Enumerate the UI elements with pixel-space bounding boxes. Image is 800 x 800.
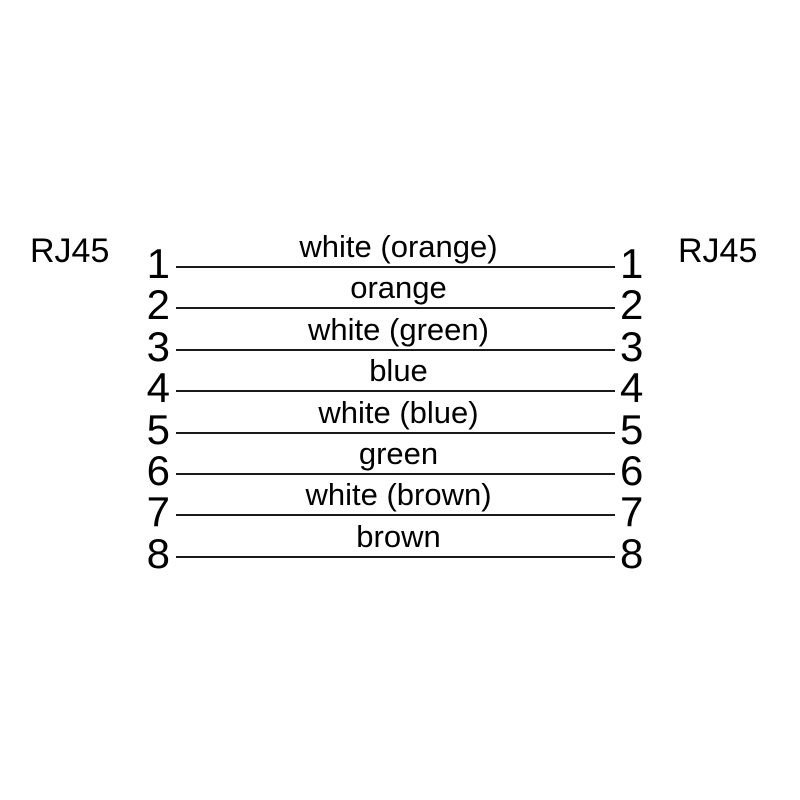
wire-color-label: blue [369, 353, 428, 389]
pin-number-left: 7 [146, 488, 170, 536]
wire-color-label: white (orange) [299, 229, 498, 264]
pin-number-left: 2 [146, 281, 170, 329]
wire-row: blue 4 4 [0, 353, 800, 412]
pin-number-right: 2 [620, 281, 644, 329]
wire-color-label: white (blue) [318, 394, 479, 430]
wire-row: white (blue) 5 5 [0, 395, 800, 454]
wire-line [176, 348, 615, 351]
pin-number-right: 8 [620, 529, 644, 577]
pin-number-left: 8 [146, 529, 170, 577]
wire-row: orange 2 2 [0, 270, 800, 329]
pin-number-left: 5 [146, 405, 170, 453]
pin-number-right: 7 [620, 488, 644, 536]
pin-number-right: 6 [620, 447, 644, 494]
connector-label-right: RJ45 [678, 232, 758, 270]
pin-number-right: 1 [620, 240, 644, 287]
pin-number-left: 6 [146, 447, 170, 494]
wire-color-label: orange [350, 270, 447, 306]
wire-line [176, 555, 615, 558]
wire-line [176, 473, 615, 475]
wire-color-label: brown [356, 518, 441, 554]
wire-color-label: green [358, 436, 439, 471]
wire-row: white (orange) 1 1 [0, 229, 800, 288]
wire-line [176, 266, 615, 268]
pin-number-left: 3 [146, 322, 170, 370]
wire-row: green 6 6 [0, 436, 800, 495]
pin-number-right: 5 [620, 405, 644, 453]
wire-color-label: white (green) [308, 311, 489, 347]
pin-number-left: 1 [146, 240, 170, 287]
pin-number-right: 4 [620, 364, 644, 412]
wire-color-label: white (brown) [305, 477, 492, 513]
wire-line [176, 514, 615, 517]
wire-line [176, 390, 615, 393]
wire-line [176, 307, 615, 310]
wire-row: white (brown) 7 7 [0, 477, 800, 536]
wire-row: white (green) 3 3 [0, 312, 800, 371]
wire-line [176, 431, 615, 434]
wire-row: brown 8 8 [0, 519, 800, 578]
pin-number-right: 3 [620, 322, 644, 370]
pin-number-left: 4 [146, 364, 170, 412]
connector-label-left: RJ45 [30, 232, 110, 270]
